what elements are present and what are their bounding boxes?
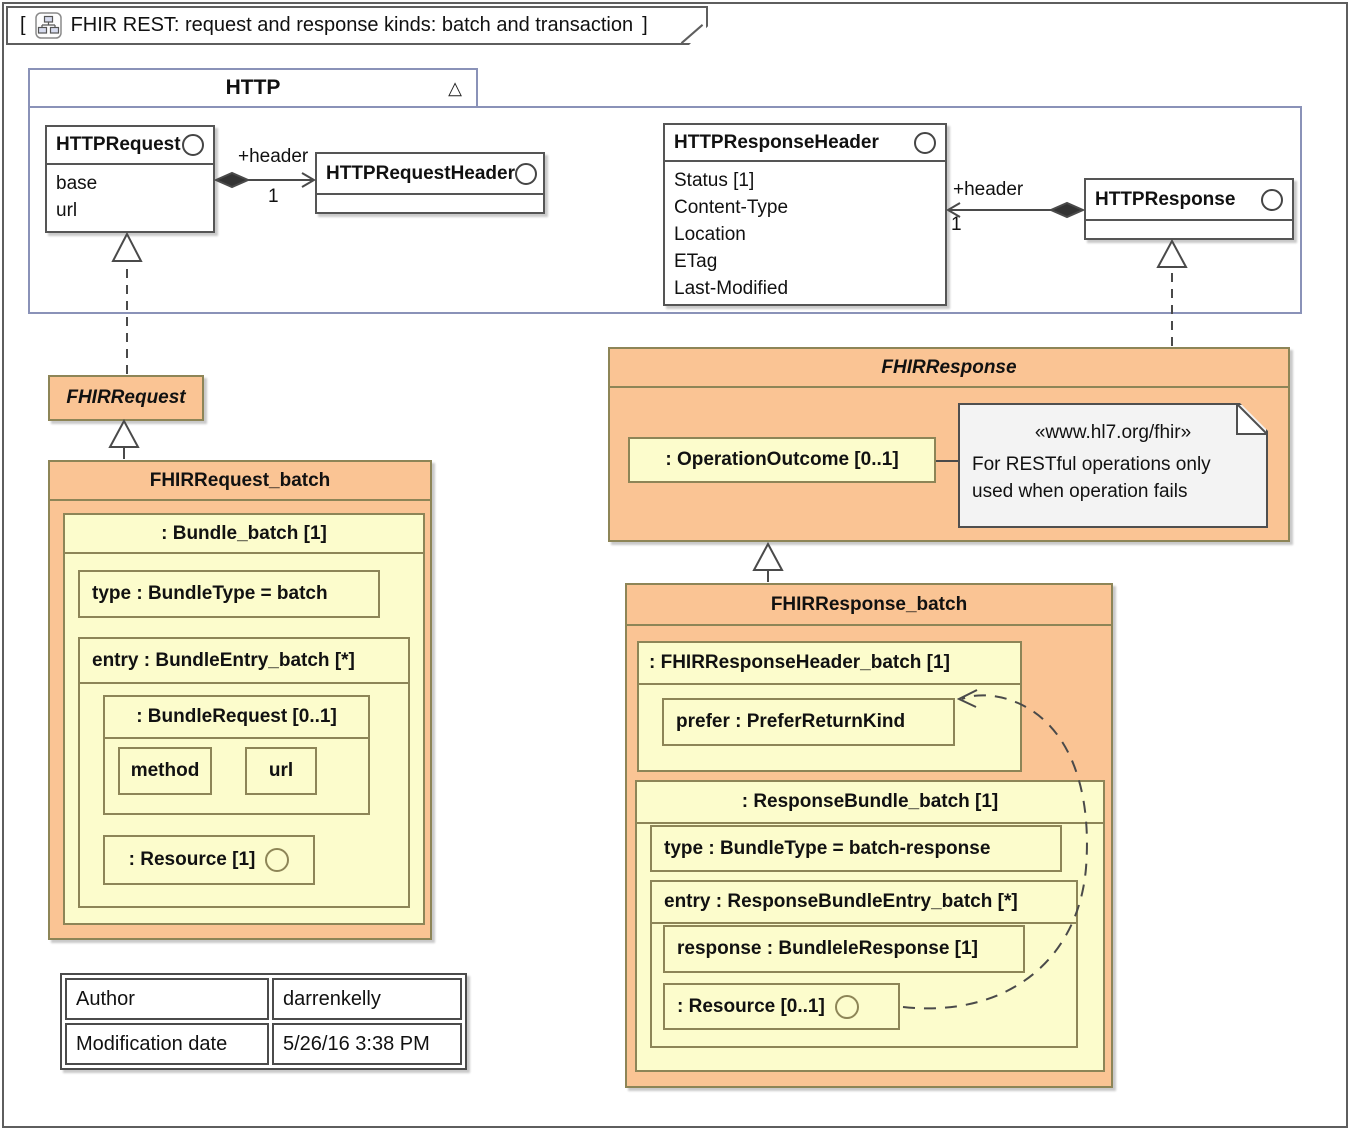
class-circle-icon	[1261, 188, 1283, 211]
class-name: FHIRResponse	[610, 349, 1288, 388]
note-fold-icon	[1236, 403, 1268, 435]
class-circle-icon	[834, 994, 859, 1019]
class-name: FHIRResponse_batch	[627, 585, 1111, 626]
part-label: : BundleRequest [0..1]	[105, 697, 368, 739]
attribute: Content-Type	[674, 197, 789, 218]
part-label: : FHIRResponseHeader_batch [1]	[639, 643, 1020, 685]
attribute: url	[56, 200, 78, 221]
class-httpresponse[interactable]: HTTPResponse	[1084, 178, 1294, 240]
class-name: FHIRRequest	[66, 387, 186, 408]
part-label: : Bundle_batch [1]	[65, 515, 423, 554]
http-package-tab[interactable]: HTTP △	[28, 68, 478, 108]
class-circle-icon	[182, 134, 204, 156]
part-label: prefer : PreferReturnKind	[676, 711, 906, 732]
attributes-compartment: Status [1] Content-Type Location ETag La…	[665, 160, 945, 306]
attribute: Status [1]	[674, 170, 755, 191]
table-cell-label: Author	[65, 978, 269, 1020]
class-name: HTTPResponse	[1095, 188, 1236, 210]
package-collapse-icon[interactable]: △	[448, 78, 462, 98]
part-resource[interactable]: : Resource [1]	[103, 835, 315, 885]
part-bundle-response[interactable]: response : BundleleResponse [1]	[663, 925, 1025, 973]
association-role-label: +header	[953, 179, 1024, 200]
class-name: HTTPRequest	[56, 134, 181, 155]
attributes-compartment: base url	[47, 163, 213, 228]
part-resource-optional[interactable]: : Resource [0..1]	[663, 983, 900, 1030]
class-name: HTTPRequestHeader	[326, 162, 515, 184]
note-stereotype: «www.hl7.org/fhir»	[1034, 422, 1192, 443]
class-name: HTTPResponseHeader	[674, 131, 879, 153]
part-label: : OperationOutcome [0..1]	[665, 449, 899, 470]
tab-bracket-left: [	[20, 14, 26, 36]
part-bundle-type[interactable]: type : BundleType = batch	[78, 570, 380, 618]
class-name: FHIRRequest_batch	[50, 462, 430, 501]
part-prefer[interactable]: prefer : PreferReturnKind	[662, 698, 955, 746]
attribute: ETag	[674, 251, 718, 272]
attribute: Last-Modified	[674, 278, 789, 299]
class-diagram-icon	[35, 12, 62, 39]
empty-compartment	[1086, 219, 1292, 240]
association-role-label: +header	[238, 146, 309, 167]
part-label: type : BundleType = batch-response	[664, 837, 991, 859]
attribute: Location	[674, 224, 746, 245]
association-multiplicity-label: 1	[268, 186, 279, 207]
part-label: entry : ResponseBundleEntry_batch [*]	[652, 882, 1076, 924]
part-label: type : BundleType = batch	[92, 583, 328, 604]
note-text-line: used when operation fails	[972, 481, 1188, 502]
part-label: : ResponseBundle_batch [1]	[637, 782, 1103, 824]
association-multiplicity-label: 1	[951, 214, 962, 235]
part-label: response : BundleleResponse [1]	[677, 938, 978, 959]
class-httpresponseheader[interactable]: HTTPResponseHeader Status [1] Content-Ty…	[663, 123, 947, 306]
diagram-title: FHIR REST: request and response kinds: b…	[70, 14, 634, 36]
http-package-title: HTTP	[225, 76, 281, 99]
tab-bracket-right: ]	[642, 14, 648, 36]
part-label: : Resource [1]	[128, 849, 256, 870]
empty-compartment	[317, 193, 543, 214]
diagram-info-table[interactable]: Author darrenkelly Modification date 5/2…	[60, 973, 467, 1070]
class-fhirrequest[interactable]: FHIRRequest	[48, 375, 204, 421]
part-label: : Resource [0..1]	[677, 995, 825, 1017]
part-method[interactable]: method	[118, 747, 212, 795]
table-cell-label: Modification date	[65, 1023, 269, 1065]
part-url[interactable]: url	[245, 747, 317, 795]
class-circle-icon	[515, 162, 537, 185]
part-label: method	[130, 760, 200, 781]
part-operation-outcome[interactable]: : OperationOutcome [0..1]	[628, 437, 936, 483]
class-circle-icon	[914, 131, 936, 154]
note-text-line: For RESTful operations only	[972, 454, 1211, 475]
attribute: base	[56, 173, 98, 194]
part-label: url	[268, 760, 294, 781]
part-label: entry : BundleEntry_batch [*]	[80, 639, 408, 684]
class-httprequest[interactable]: HTTPRequest base url	[45, 125, 215, 233]
table-cell-value: 5/26/16 3:38 PM	[272, 1023, 462, 1065]
table-cell-value: darrenkelly	[272, 978, 462, 1020]
diagram-title-tab[interactable]: [ FHIR REST: request and response kinds:…	[6, 6, 708, 45]
class-httprequestheader[interactable]: HTTPRequestHeader	[315, 152, 545, 214]
class-circle-icon	[265, 848, 290, 872]
part-response-bundle-type[interactable]: type : BundleType = batch-response	[650, 825, 1062, 872]
note[interactable]: «www.hl7.org/fhir» For RESTful operation…	[958, 403, 1268, 528]
